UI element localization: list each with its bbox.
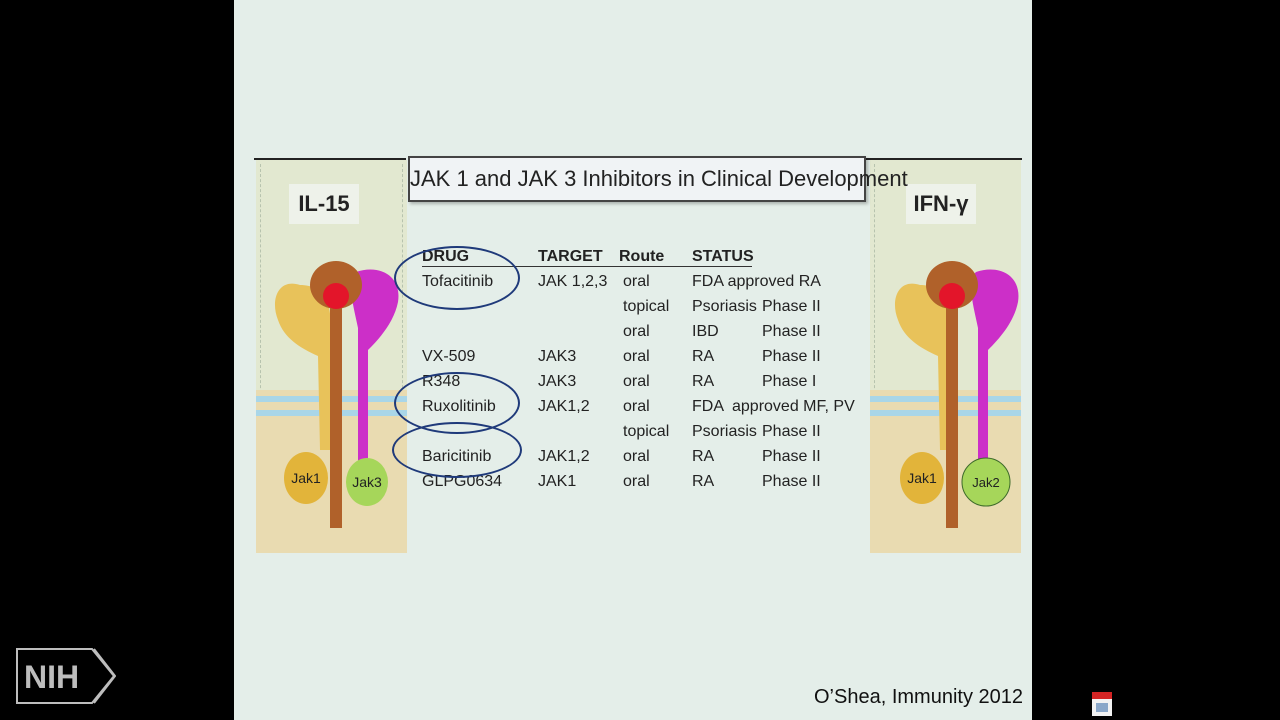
ifng-receptor-diagram: Jak1 Jak2	[870, 261, 1021, 553]
status-cell: Psoriasis	[692, 298, 757, 315]
status-cell: Psoriasis	[692, 423, 757, 440]
phase-cell: Phase II	[762, 473, 821, 490]
phase-cell: Phase II	[762, 348, 821, 365]
route-cell: oral	[623, 373, 650, 390]
target-cell: JAK3	[538, 373, 577, 390]
route-cell: oral	[623, 273, 650, 290]
table-row: GLPG0634 JAK1 oral RA Phase II	[234, 472, 1032, 497]
route-cell: topical	[623, 423, 670, 440]
phase-cell: Phase II	[762, 448, 821, 465]
ifng-receptor-panel: IFN-γ Jak1 Jak2	[870, 160, 1021, 553]
header-route: Route	[619, 248, 665, 265]
route-cell: oral	[623, 348, 650, 365]
ifng-label: IFN-γ	[906, 184, 976, 224]
phase-cell: Phase II	[762, 298, 821, 315]
header-target: TARGET	[538, 248, 603, 265]
phase-cell: Phase II	[762, 423, 821, 440]
target-cell: JAK1	[538, 473, 577, 490]
jak1-label-left: Jak1	[291, 470, 321, 486]
table-row: topical Psoriasis Phase II	[234, 297, 1032, 322]
target-cell: JAK3	[538, 348, 577, 365]
table-row: Tofacitinib JAK 1,2,3 oral FDA approved …	[234, 272, 1032, 297]
nih-logo-text: NIH	[24, 659, 79, 695]
nih-logo: NIH	[16, 648, 116, 704]
il15-receptor-diagram: Jak1 Jak3	[256, 261, 407, 553]
document-icon	[1092, 692, 1112, 716]
jak3-label-left: Jak3	[352, 474, 382, 490]
table-row: oral IBD Phase II	[234, 322, 1032, 347]
slide-top-rule-left	[254, 158, 406, 160]
target-cell: JAK1,2	[538, 398, 590, 415]
slide-top-rule-right	[866, 158, 1022, 160]
il15-receptor-panel: IL-15 Jak1 Jak3	[256, 160, 407, 553]
header-status: STATUS	[692, 248, 754, 265]
il15-label: IL-15	[289, 184, 359, 224]
header-underline	[422, 266, 752, 267]
table-row: VX-509 JAK3 oral RA Phase II	[234, 347, 1032, 372]
panel-dash-left	[260, 164, 261, 549]
table-row: Baricitinib JAK1,2 oral RA Phase II	[234, 447, 1032, 472]
target-cell: JAK 1,2,3	[538, 273, 608, 290]
status-cell: RA	[692, 473, 715, 490]
slide-title: JAK 1 and JAK 3 Inhibitors in Clinical D…	[408, 156, 908, 202]
target-cell: JAK1,2	[538, 448, 590, 465]
tofacitinib-highlight-oval	[394, 246, 520, 310]
status-cell: FDA approved RA	[692, 273, 821, 290]
table-row: R348 JAK3 oral RA Phase I	[234, 372, 1032, 397]
route-cell: oral	[623, 473, 650, 490]
jak2-label-right: Jak2	[972, 475, 999, 490]
drug-cell: VX-509	[422, 348, 476, 365]
table-row: Ruxolitinib JAK1,2 oral FDA approved MF,…	[234, 397, 1032, 422]
status-cell: IBD	[692, 323, 719, 340]
phase-cell: Phase II	[762, 323, 821, 340]
status-cell: RA	[692, 348, 715, 365]
route-cell: oral	[623, 323, 650, 340]
jak1-label-right: Jak1	[907, 470, 937, 486]
status-cell: RA	[692, 448, 715, 465]
route-cell: oral	[623, 448, 650, 465]
baricitinib-highlight-oval	[392, 422, 522, 478]
citation: O’Shea, Immunity 2012	[814, 686, 1023, 708]
phase-cell: Phase I	[762, 373, 817, 390]
presentation-slide: IL-15 Jak1 Jak3 IFN-γ	[234, 0, 1032, 720]
panel-dash-left	[874, 164, 875, 549]
panel-dash-right	[402, 164, 403, 549]
status-cell: FDA approved MF, PV	[692, 398, 855, 415]
route-cell: topical	[623, 298, 670, 315]
table-row: topical Psoriasis Phase II	[234, 422, 1032, 447]
status-cell: RA	[692, 373, 715, 390]
route-cell: oral	[623, 398, 650, 415]
